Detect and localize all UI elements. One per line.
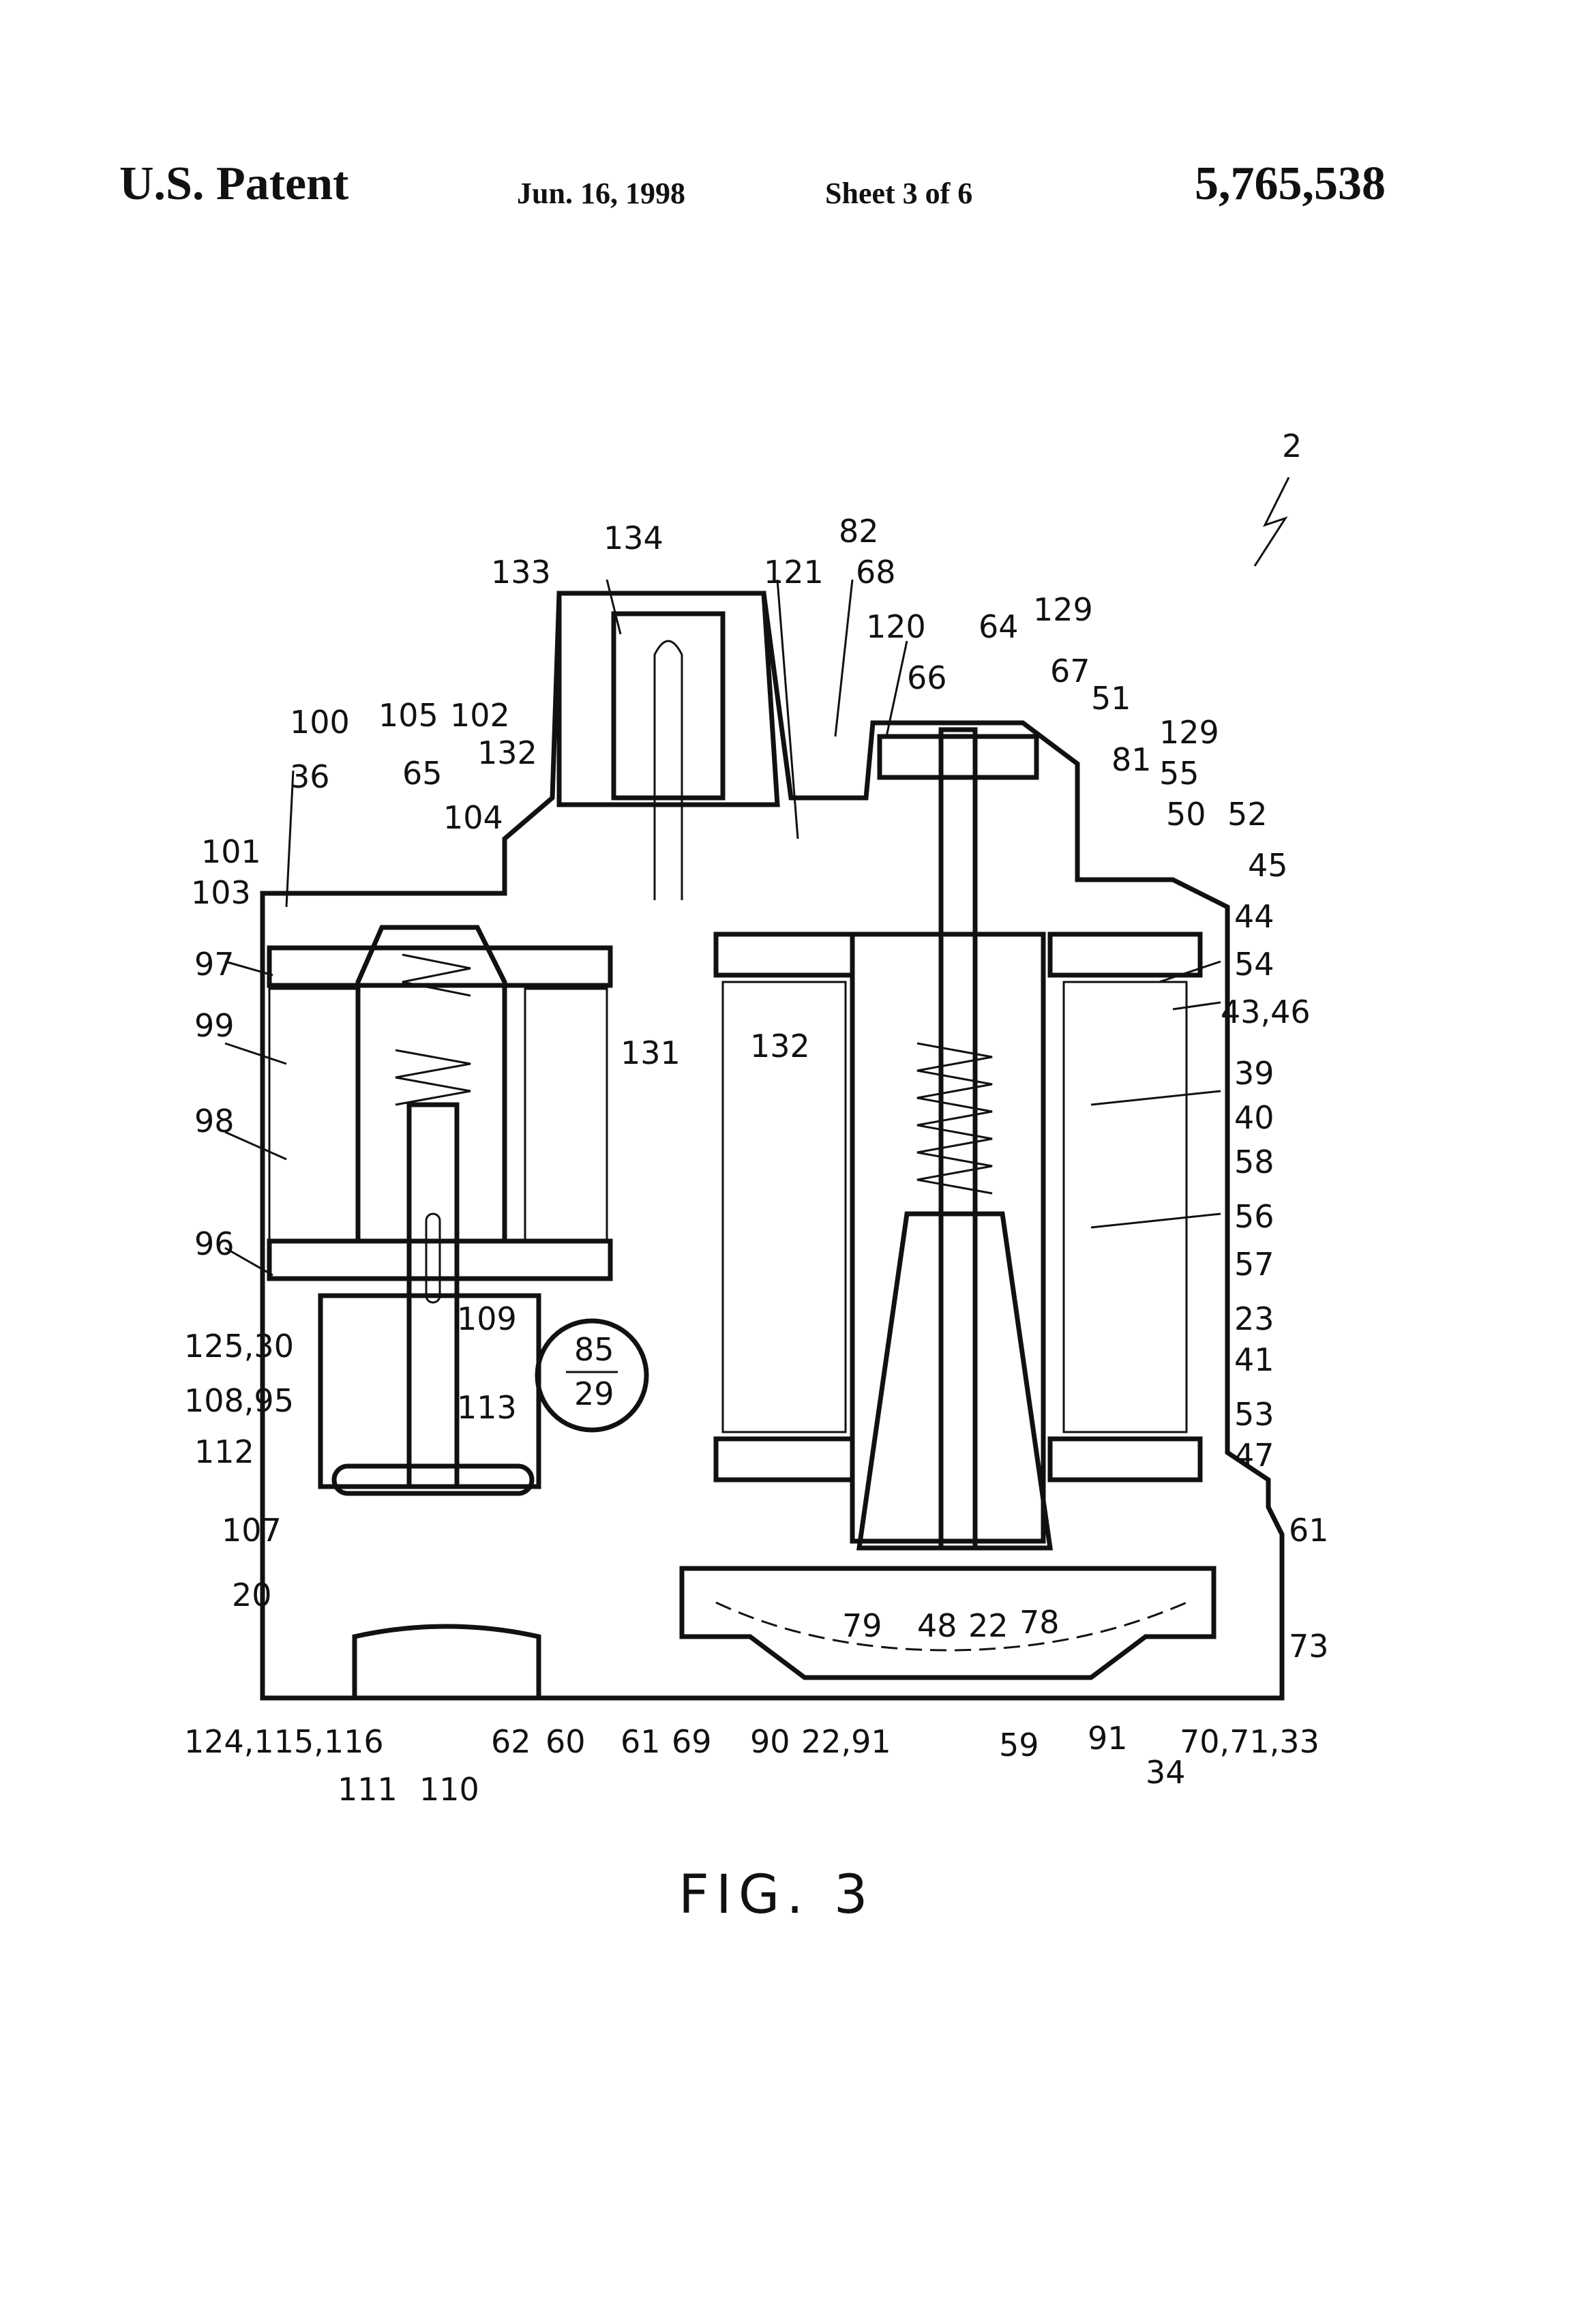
ref-numeral: 101 [201, 833, 261, 870]
ref-numeral: 53 [1234, 1396, 1274, 1433]
ref-numeral: 47 [1234, 1437, 1274, 1474]
ref-numeral: 100 [290, 704, 350, 741]
ref-numeral: 58 [1234, 1144, 1274, 1180]
armature-core [859, 1214, 1050, 1548]
ref-numeral: 69 [672, 1723, 712, 1760]
ref-numeral: 45 [1248, 847, 1288, 884]
ref-numeral: 40 [1234, 1099, 1274, 1136]
ref-numeral: 109 [457, 1300, 517, 1337]
ref-numeral: 50 [1166, 796, 1206, 833]
ref-numeral: 70,71,33 [1180, 1723, 1319, 1760]
ref-numeral: 104 [443, 799, 503, 836]
right-coil-bottom-plate [1050, 1439, 1200, 1480]
ref-numeral: 79 [842, 1607, 882, 1644]
ref-numeral: 64 [979, 608, 1019, 645]
ref-numeral: 78 [1019, 1604, 1060, 1641]
left-coil [269, 989, 358, 1241]
top-cap [880, 736, 1036, 777]
ref-numeral: 97 [194, 946, 235, 983]
ref-numeral: 73 [1289, 1628, 1329, 1665]
ref-numeral: 108,95 [184, 1382, 294, 1419]
ref-numeral: 132 [477, 734, 537, 771]
ref-numeral: 62 [491, 1723, 531, 1760]
figure-caption: FIG. 3 [678, 1864, 875, 1926]
ref-numeral: 103 [191, 874, 251, 911]
ref-numeral: 22 [968, 1607, 1009, 1644]
left-coil-top-plate [269, 948, 610, 985]
ref-numeral: 111 [338, 1771, 398, 1808]
ref-numeral: 44 [1234, 898, 1274, 935]
plug-connector [559, 593, 777, 805]
ref-numeral: 134 [603, 520, 663, 556]
ref-numeral: 39 [1234, 1055, 1274, 1092]
bottom-cavity [355, 1626, 539, 1698]
spring-center [917, 1043, 992, 1193]
ref-numeral: 120 [866, 608, 926, 645]
ref-numeral: 90 [750, 1723, 790, 1760]
ref-numeral: 57 [1234, 1246, 1274, 1283]
ref-numeral: 22,91 [801, 1723, 891, 1760]
ref-numeral: 107 [222, 1512, 282, 1549]
ref-numeral: 99 [194, 1007, 235, 1044]
diaphragm-left [334, 1466, 532, 1493]
leader-lines [225, 477, 1289, 1275]
ref-numeral: 20 [232, 1577, 272, 1613]
ref-numeral: 124,115,116 [184, 1723, 384, 1760]
plunger [941, 730, 975, 1548]
badge-bottom: 29 [574, 1375, 614, 1412]
ref-numeral: 81 [1111, 741, 1152, 778]
ref-numeral: 82 [839, 513, 879, 550]
armature-sleeve [852, 934, 1043, 1541]
ref-numeral: 56 [1234, 1198, 1274, 1235]
ref-numeral: 131 [621, 1034, 681, 1071]
ref-numeral: 52 [1227, 796, 1268, 833]
ref-numeral: 36 [290, 758, 330, 795]
ref-numeral: 61 [1289, 1512, 1329, 1549]
ref-numeral: 96 [194, 1225, 235, 1262]
right-coil-top-plate [1050, 934, 1200, 975]
right-coil [1064, 982, 1186, 1432]
ref-numeral: 105 [378, 697, 438, 734]
connector-pin [655, 641, 682, 900]
ref-numeral: 43,46 [1221, 994, 1311, 1030]
ref-numeral: 67 [1050, 653, 1090, 689]
ref-numeral: 129 [1033, 591, 1093, 628]
ref-numeral: 23 [1234, 1300, 1274, 1337]
ref-numeral: 110 [419, 1771, 479, 1808]
ref-numeral: 91 [1088, 1720, 1128, 1757]
ref-numeral: 129 [1159, 714, 1219, 751]
ref-numeral: 68 [856, 554, 896, 591]
ref-numeral: 55 [1159, 755, 1199, 792]
ref-numeral: 121 [764, 554, 824, 591]
valve-slot [426, 1214, 440, 1302]
ref-numeral: 133 [491, 554, 551, 591]
ref-numeral: 54 [1234, 946, 1274, 983]
ref-numeral: 41 [1234, 1341, 1274, 1378]
ref-numeral: 51 [1091, 680, 1131, 717]
ref-numeral: 61 [621, 1723, 661, 1760]
center-coil-top-plate [716, 934, 852, 975]
ref-numeral: 132 [750, 1028, 810, 1064]
badge-top: 85 [574, 1331, 614, 1368]
ref-numeral: 48 [917, 1607, 957, 1644]
ref-numeral: 65 [402, 755, 443, 792]
ref-numeral: 2 [1282, 428, 1302, 464]
ref-numeral: 98 [194, 1103, 235, 1139]
ref-numeral: 102 [450, 697, 510, 734]
ref-numeral: 59 [999, 1727, 1039, 1763]
spring-left [395, 955, 471, 1105]
ref-numeral: 60 [546, 1723, 586, 1760]
ref-numeral: 113 [457, 1389, 517, 1426]
ref-numeral: 66 [907, 659, 947, 696]
left-coil-inner [525, 989, 607, 1241]
ref-numeral: 125,30 [184, 1328, 294, 1365]
ref-numeral: 112 [194, 1433, 254, 1470]
center-coil-bottom-plate [716, 1439, 852, 1480]
